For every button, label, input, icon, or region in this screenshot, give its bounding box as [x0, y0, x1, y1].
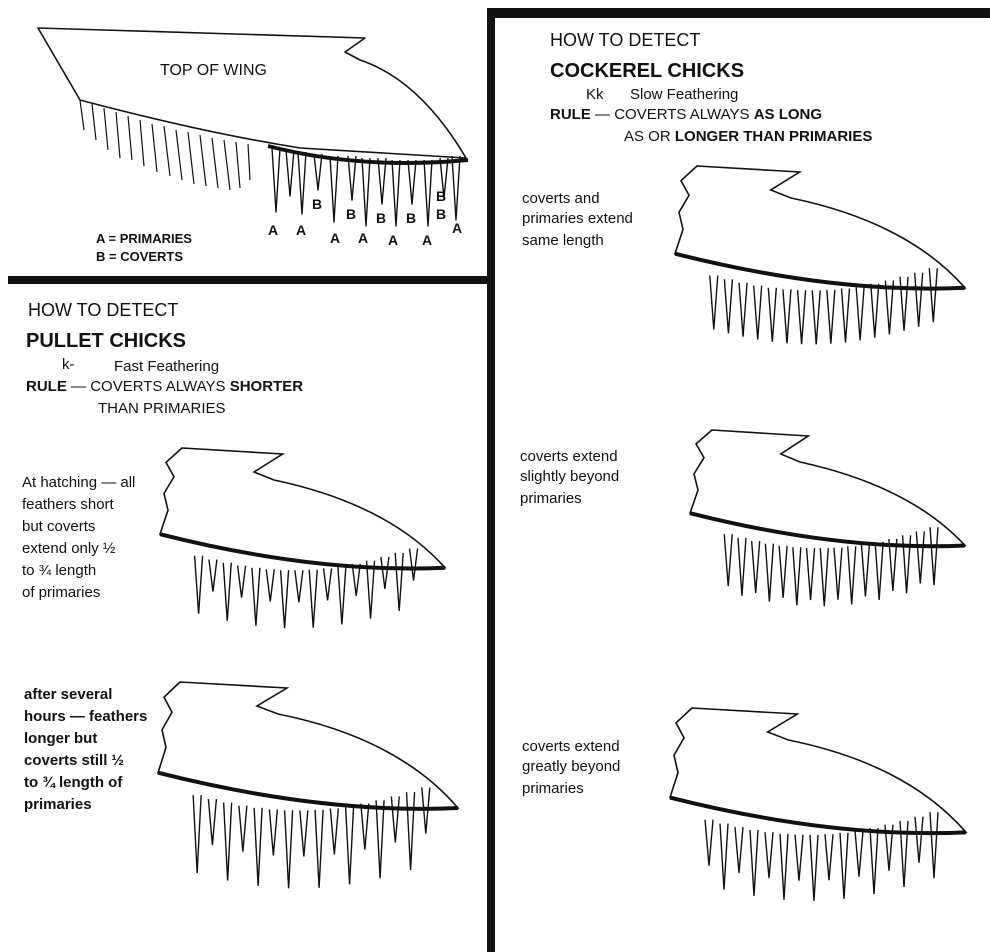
covert-feather [848, 546, 856, 604]
primary-feather [795, 835, 803, 881]
primary-feather [825, 834, 833, 880]
primary-feather [195, 556, 203, 614]
primary-feather [710, 275, 718, 329]
covert-feather [754, 286, 762, 340]
covert-feather [724, 279, 732, 333]
covert-feather [812, 290, 820, 344]
primary-feather [752, 541, 760, 593]
pullet-wing-hatching-outline [160, 448, 445, 568]
covert-feather [780, 834, 788, 900]
covert-feather [295, 570, 303, 602]
primary-feather [193, 795, 201, 873]
covert-feather [269, 809, 277, 855]
covert-feather [871, 284, 879, 338]
primary-feather [827, 290, 835, 344]
primary-feather [315, 810, 323, 888]
covert-feather [238, 566, 246, 598]
primary-feather [798, 290, 806, 344]
primary-feather [768, 288, 776, 342]
covert-feather [330, 808, 338, 854]
covert-feather [765, 544, 773, 602]
primary-feather [765, 832, 773, 878]
primary-feather [739, 283, 747, 337]
primary-feather [834, 548, 842, 600]
covert-feather [720, 824, 728, 890]
cockerel-wing-same-length-outline [675, 166, 965, 289]
primary-feather [338, 566, 346, 624]
primary-feather [376, 800, 384, 878]
covert-feather [870, 828, 878, 894]
primary-feather [223, 563, 231, 621]
covert-feather [793, 547, 801, 605]
primary-feather [735, 827, 743, 873]
covert-feather [750, 830, 758, 896]
primary-feather [309, 570, 317, 628]
covert-feather [810, 835, 818, 901]
covert-feather [239, 806, 247, 852]
covert-feather [361, 804, 369, 850]
cockerel-wing-greatly-beyond-outline [670, 708, 966, 833]
primary-feather [346, 806, 354, 884]
primary-feather [779, 546, 787, 598]
primary-feather [705, 820, 713, 866]
primary-feather [724, 534, 732, 586]
covert-feather [208, 799, 216, 845]
covert-feather [324, 568, 332, 600]
covert-feather [841, 288, 849, 342]
primary-feather [285, 810, 293, 888]
primary-feather [224, 803, 232, 881]
primary-feather [254, 808, 262, 886]
primary-feather [281, 570, 289, 628]
pullet-wing-several-hours-outline [158, 682, 458, 809]
cockerel-wing-slightly-beyond-outline [690, 430, 965, 546]
covert-feather [738, 538, 746, 596]
primary-feather [856, 286, 864, 340]
primary-feather [861, 544, 869, 596]
primary-feather [252, 568, 260, 626]
primary-feather [807, 548, 815, 600]
covert-feather [783, 289, 791, 343]
covert-feather [266, 569, 274, 601]
covert-feather [820, 548, 828, 606]
covert-feather [300, 810, 308, 856]
covert-feather [875, 542, 883, 600]
covert-feather [840, 833, 848, 899]
primary-feather [855, 831, 863, 877]
covert-feather [209, 560, 217, 592]
